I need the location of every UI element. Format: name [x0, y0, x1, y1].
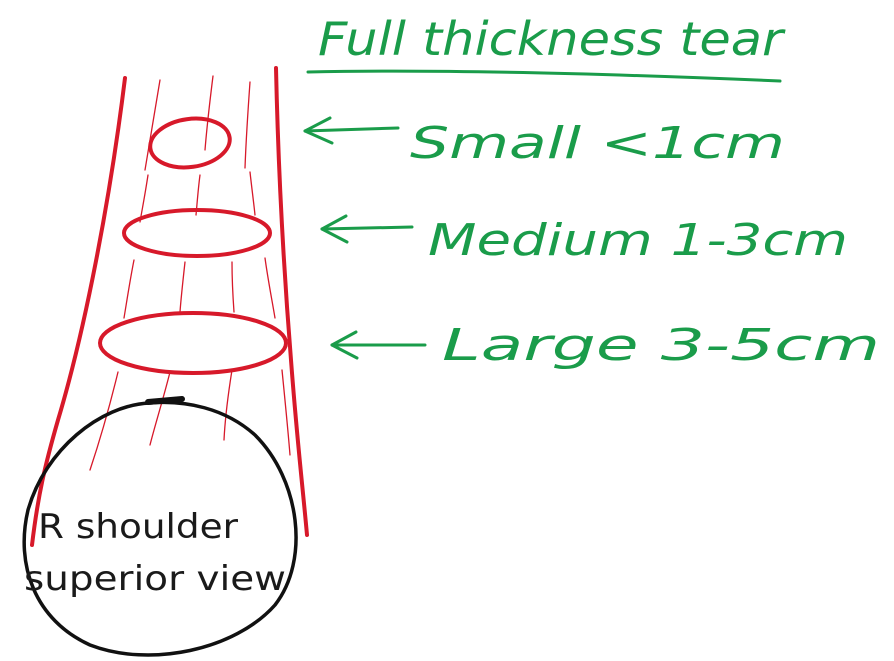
arrow-medium	[320, 214, 414, 244]
arrow-small	[303, 116, 400, 145]
caption-line-1: R shoulder	[38, 507, 238, 547]
fiber-line	[281, 369, 291, 456]
title: Full thickness tear	[318, 12, 786, 66]
fiber-line	[223, 369, 233, 441]
fiber-line	[204, 75, 214, 151]
arrow-large	[330, 330, 427, 360]
fiber-line	[231, 261, 235, 313]
fiber-line	[149, 371, 171, 446]
tendon-left-border	[30, 76, 127, 547]
fiber-line	[195, 174, 201, 216]
fiber-line	[179, 261, 186, 313]
humeral-head-circle	[22, 400, 298, 657]
fiber-line	[123, 259, 135, 319]
label-medium: Medium 1-3cm	[428, 215, 848, 266]
fiber-line	[244, 81, 251, 169]
tendon-fibers	[89, 75, 291, 471]
fiber-line	[144, 79, 161, 171]
tendon-right-border	[274, 66, 309, 537]
caption-line-2: superior view	[24, 559, 286, 599]
title-underline	[306, 69, 782, 83]
humeral-head-mark	[145, 396, 185, 405]
fiber-line	[249, 171, 256, 216]
label-large: Large 3-5cm	[442, 320, 880, 371]
fiber-line	[89, 371, 119, 471]
medium-tear-ellipse	[122, 208, 272, 258]
fiber-line	[264, 257, 276, 319]
label-small: Small <1cm	[410, 118, 785, 169]
small-tear-ellipse	[148, 116, 232, 170]
large-tear-ellipse	[98, 311, 288, 375]
